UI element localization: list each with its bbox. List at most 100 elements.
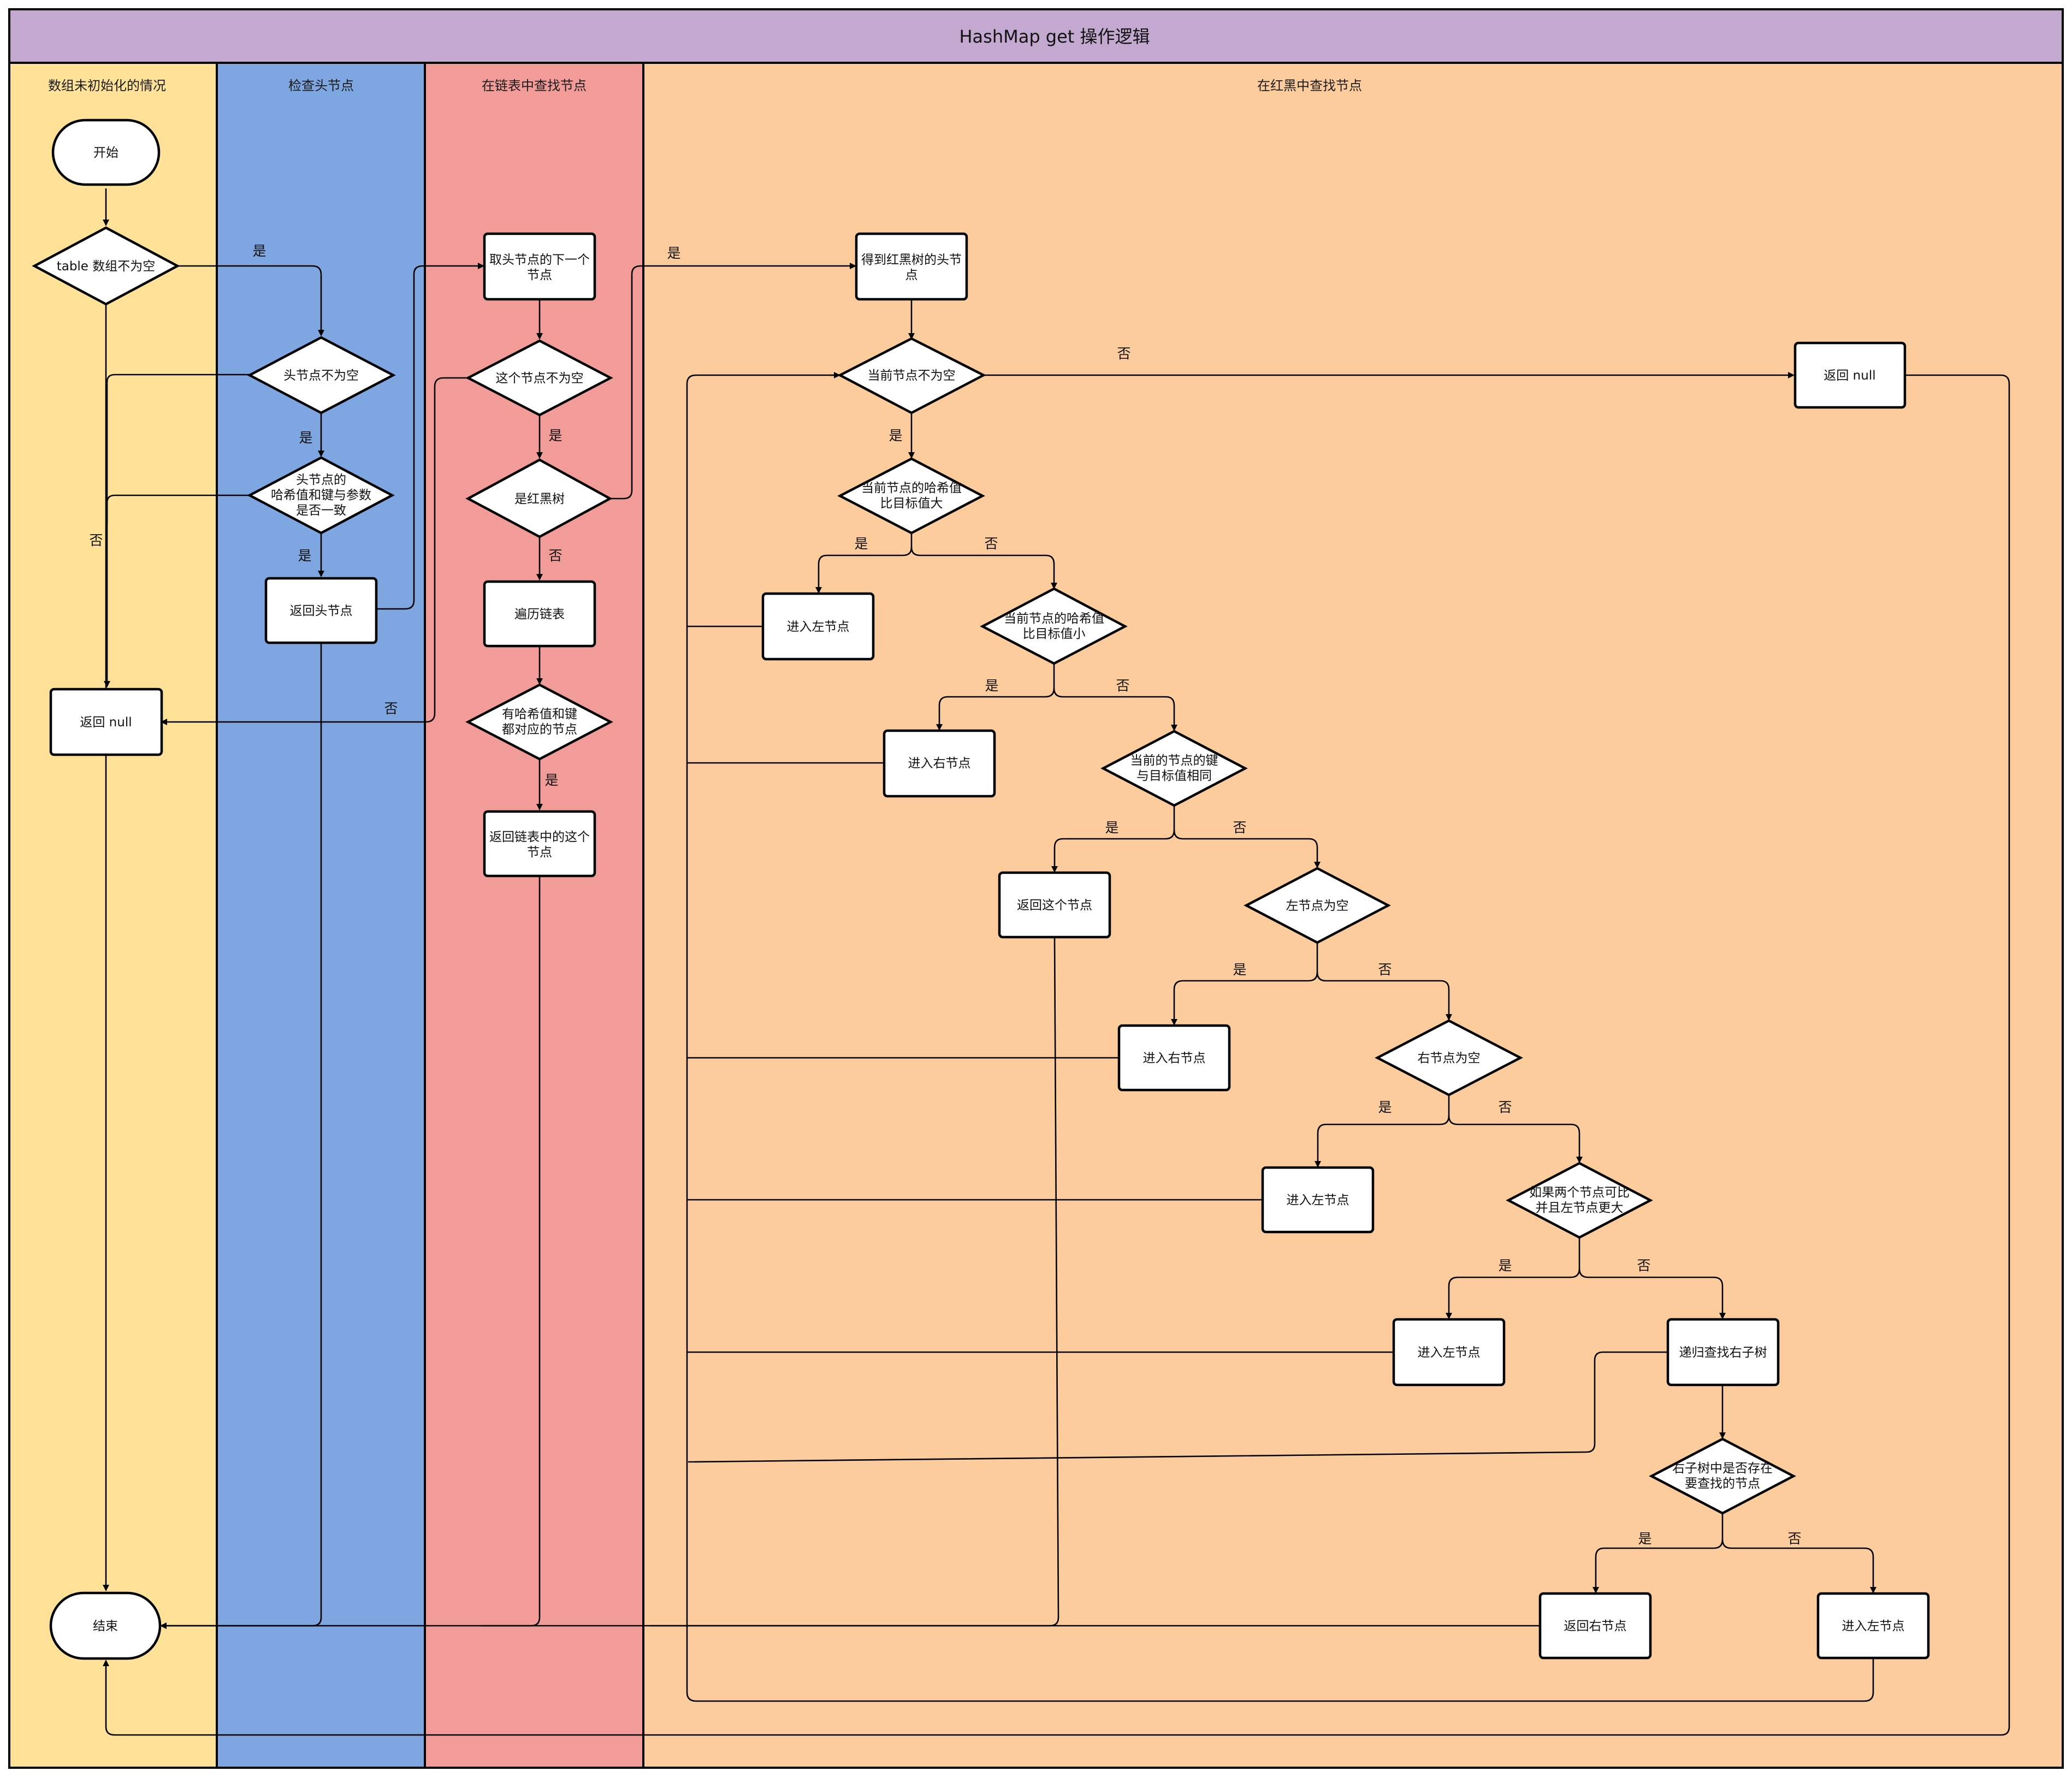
- edges: [103, 188, 2010, 1736]
- edge-comparable-yes: [1446, 1237, 1580, 1319]
- table-not-empty-label: table 数组不为空: [57, 259, 156, 274]
- lane-linked-list: [424, 62, 644, 1769]
- label-table-yes: 是: [252, 243, 266, 259]
- edge-node-empty-to-null: [161, 377, 468, 725]
- label-hash-less-no: 否: [1116, 678, 1129, 694]
- exists-line-1: 右子树中是否存在: [1672, 1461, 1773, 1476]
- edge-hash-less-yes: [936, 664, 1055, 731]
- edge-hash-greater-yes: [815, 533, 913, 594]
- edge-left-4-loop: [686, 374, 1874, 1702]
- label-right-empty-no: 否: [1498, 1099, 1512, 1115]
- node-get-rb-head: 得到红黑树的头节 点: [855, 232, 968, 301]
- edge-key-equal-yes: [1051, 805, 1175, 873]
- return-head-label: 返回头节点: [290, 604, 353, 618]
- node-enter-left-1: 进入左节点: [761, 592, 875, 661]
- edge-head-empty-to-null: [104, 374, 250, 688]
- lane-not-initialized: [8, 62, 218, 1769]
- lane-title-not-initialized: 数组未初始化的情况: [48, 78, 166, 93]
- decision-exists-in-right: 右子树中是否存在 要查找的节点: [1649, 1437, 1796, 1515]
- current-not-empty-label: 当前节点不为空: [868, 369, 956, 383]
- enter-left-3-label: 进入左节点: [1418, 1346, 1481, 1360]
- label-current-no: 否: [1117, 346, 1130, 362]
- node-recurse-right: 递归查找右子树: [1666, 1318, 1780, 1387]
- enter-left-4-label: 进入左节点: [1842, 1619, 1905, 1633]
- traverse-list-label: 遍历链表: [514, 607, 565, 621]
- lane-title-check-head: 检查头节点: [288, 78, 354, 93]
- decision-key-equal: 当前的节点的键 与目标值相同: [1100, 730, 1248, 807]
- node-enter-right-2: 进入右节点: [1117, 1024, 1231, 1092]
- node-return-list-node: 返回链表中的这个 节点: [483, 810, 596, 878]
- take-next-line-1: 取头节点的下一个: [489, 253, 590, 267]
- head-match-line-1: 头节点的: [296, 473, 346, 487]
- comparable-line-1: 如果两个节点可比: [1529, 1186, 1630, 1200]
- label-hash-less-yes: 是: [985, 678, 998, 694]
- label-comparable-yes: 是: [1498, 1258, 1512, 1273]
- node-return-null-right: 返回 null: [1793, 341, 1907, 409]
- left-empty-label: 左节点为空: [1286, 899, 1349, 913]
- lane-title-red-black-tree: 在红黑中查找节点: [1257, 78, 1362, 93]
- node-take-next: 取头节点的下一个 节点: [483, 232, 596, 301]
- lane-title-linked-list: 在链表中查找节点: [482, 78, 587, 93]
- head-match-line-2: 哈希值和键与参数: [271, 488, 371, 502]
- edge-recurse-loop: [688, 1351, 1668, 1463]
- edge-right-empty-no: [1448, 1115, 1583, 1163]
- hash-less-line-1: 当前节点的哈希值: [1004, 612, 1104, 626]
- start-label: 开始: [93, 146, 119, 160]
- return-list-node-line-2: 节点: [527, 845, 552, 860]
- label-left-empty-yes: 是: [1233, 962, 1246, 978]
- node-return-this: 返回这个节点: [998, 871, 1111, 939]
- node-enter-left-3: 进入左节点: [1392, 1318, 1506, 1387]
- edge-exists-yes: [1593, 1513, 1724, 1594]
- decision-right-empty: 右节点为空: [1375, 1019, 1523, 1097]
- return-null-left-label: 返回 null: [80, 715, 132, 730]
- decision-table-not-empty: table 数组不为空: [32, 226, 180, 306]
- decision-comparable-left-bigger: 如果两个节点可比 并且左节点更大: [1506, 1162, 1653, 1239]
- edge-right-empty-yes: [1315, 1095, 1450, 1168]
- edge-head-match-no: [106, 494, 250, 524]
- decision-left-empty: 左节点为空: [1244, 867, 1391, 944]
- label-head-not-empty-yes: 是: [299, 430, 312, 446]
- key-equal-line-2: 与目标值相同: [1136, 769, 1212, 783]
- label-left-empty-no: 否: [1378, 962, 1392, 978]
- key-equal-line-1: 当前的节点的键: [1130, 754, 1218, 768]
- edge-hash-greater-no: [910, 547, 1057, 589]
- return-null-right-label: 返回 null: [1824, 369, 1875, 383]
- exists-line-2: 要查找的节点: [1685, 1477, 1760, 1491]
- head-match-line-3: 是否一致: [296, 504, 346, 518]
- node-traverse-list: 遍历链表: [483, 580, 596, 648]
- decision-current-not-empty: 当前节点不为空: [837, 337, 986, 414]
- label-comparable-no: 否: [1637, 1258, 1650, 1273]
- label-is-rb-no: 否: [548, 548, 562, 564]
- decision-hash-less: 当前节点的哈希值 比目标值小: [980, 587, 1128, 665]
- label-hash-greater-yes: 是: [854, 536, 868, 552]
- edge-table-yes: [177, 265, 324, 336]
- edge-key-equal-no: [1173, 830, 1321, 868]
- enter-right-2-label: 进入右节点: [1143, 1051, 1206, 1065]
- return-this-label: 返回这个节点: [1017, 898, 1092, 913]
- head-not-empty-label: 头节点不为空: [283, 369, 359, 383]
- node-return-null-left: 返回 null: [49, 688, 163, 756]
- node-start: 开始: [51, 119, 161, 186]
- edge-left-empty-yes: [1171, 943, 1318, 1026]
- label-key-equal-no: 否: [1233, 820, 1246, 836]
- is-red-black-label: 是红黑树: [514, 492, 565, 506]
- has-matching-line-1: 有哈希值和键: [502, 707, 577, 721]
- hash-greater-line-2: 比目标值大: [880, 496, 943, 511]
- recurse-right-label: 递归查找右子树: [1679, 1346, 1767, 1360]
- return-right-label: 返回右节点: [1564, 1619, 1627, 1633]
- label-has-matching-yes: 是: [544, 772, 558, 788]
- edge-exists-no: [1721, 1539, 1876, 1594]
- take-next-line-2: 节点: [527, 268, 552, 282]
- label-exists-yes: 是: [1638, 1531, 1651, 1547]
- return-list-node-line-1: 返回链表中的这个: [489, 830, 590, 844]
- edge-labels: 是 否 是 是 否 是 否 是 是 否 是 是 否 是 否 是 否 是 否 是 …: [89, 243, 1801, 1547]
- decision-is-red-black: 是红黑树: [465, 458, 613, 538]
- node-return-right: 返回右节点: [1538, 1592, 1652, 1660]
- enter-left-1-label: 进入左节点: [787, 620, 850, 634]
- label-head-match-yes: 是: [298, 548, 311, 564]
- edge-hash-less-no: [1053, 688, 1177, 731]
- title-bar: [8, 8, 2064, 64]
- enter-right-1-label: 进入右节点: [908, 756, 971, 771]
- label-is-rb-yes: 是: [667, 245, 680, 261]
